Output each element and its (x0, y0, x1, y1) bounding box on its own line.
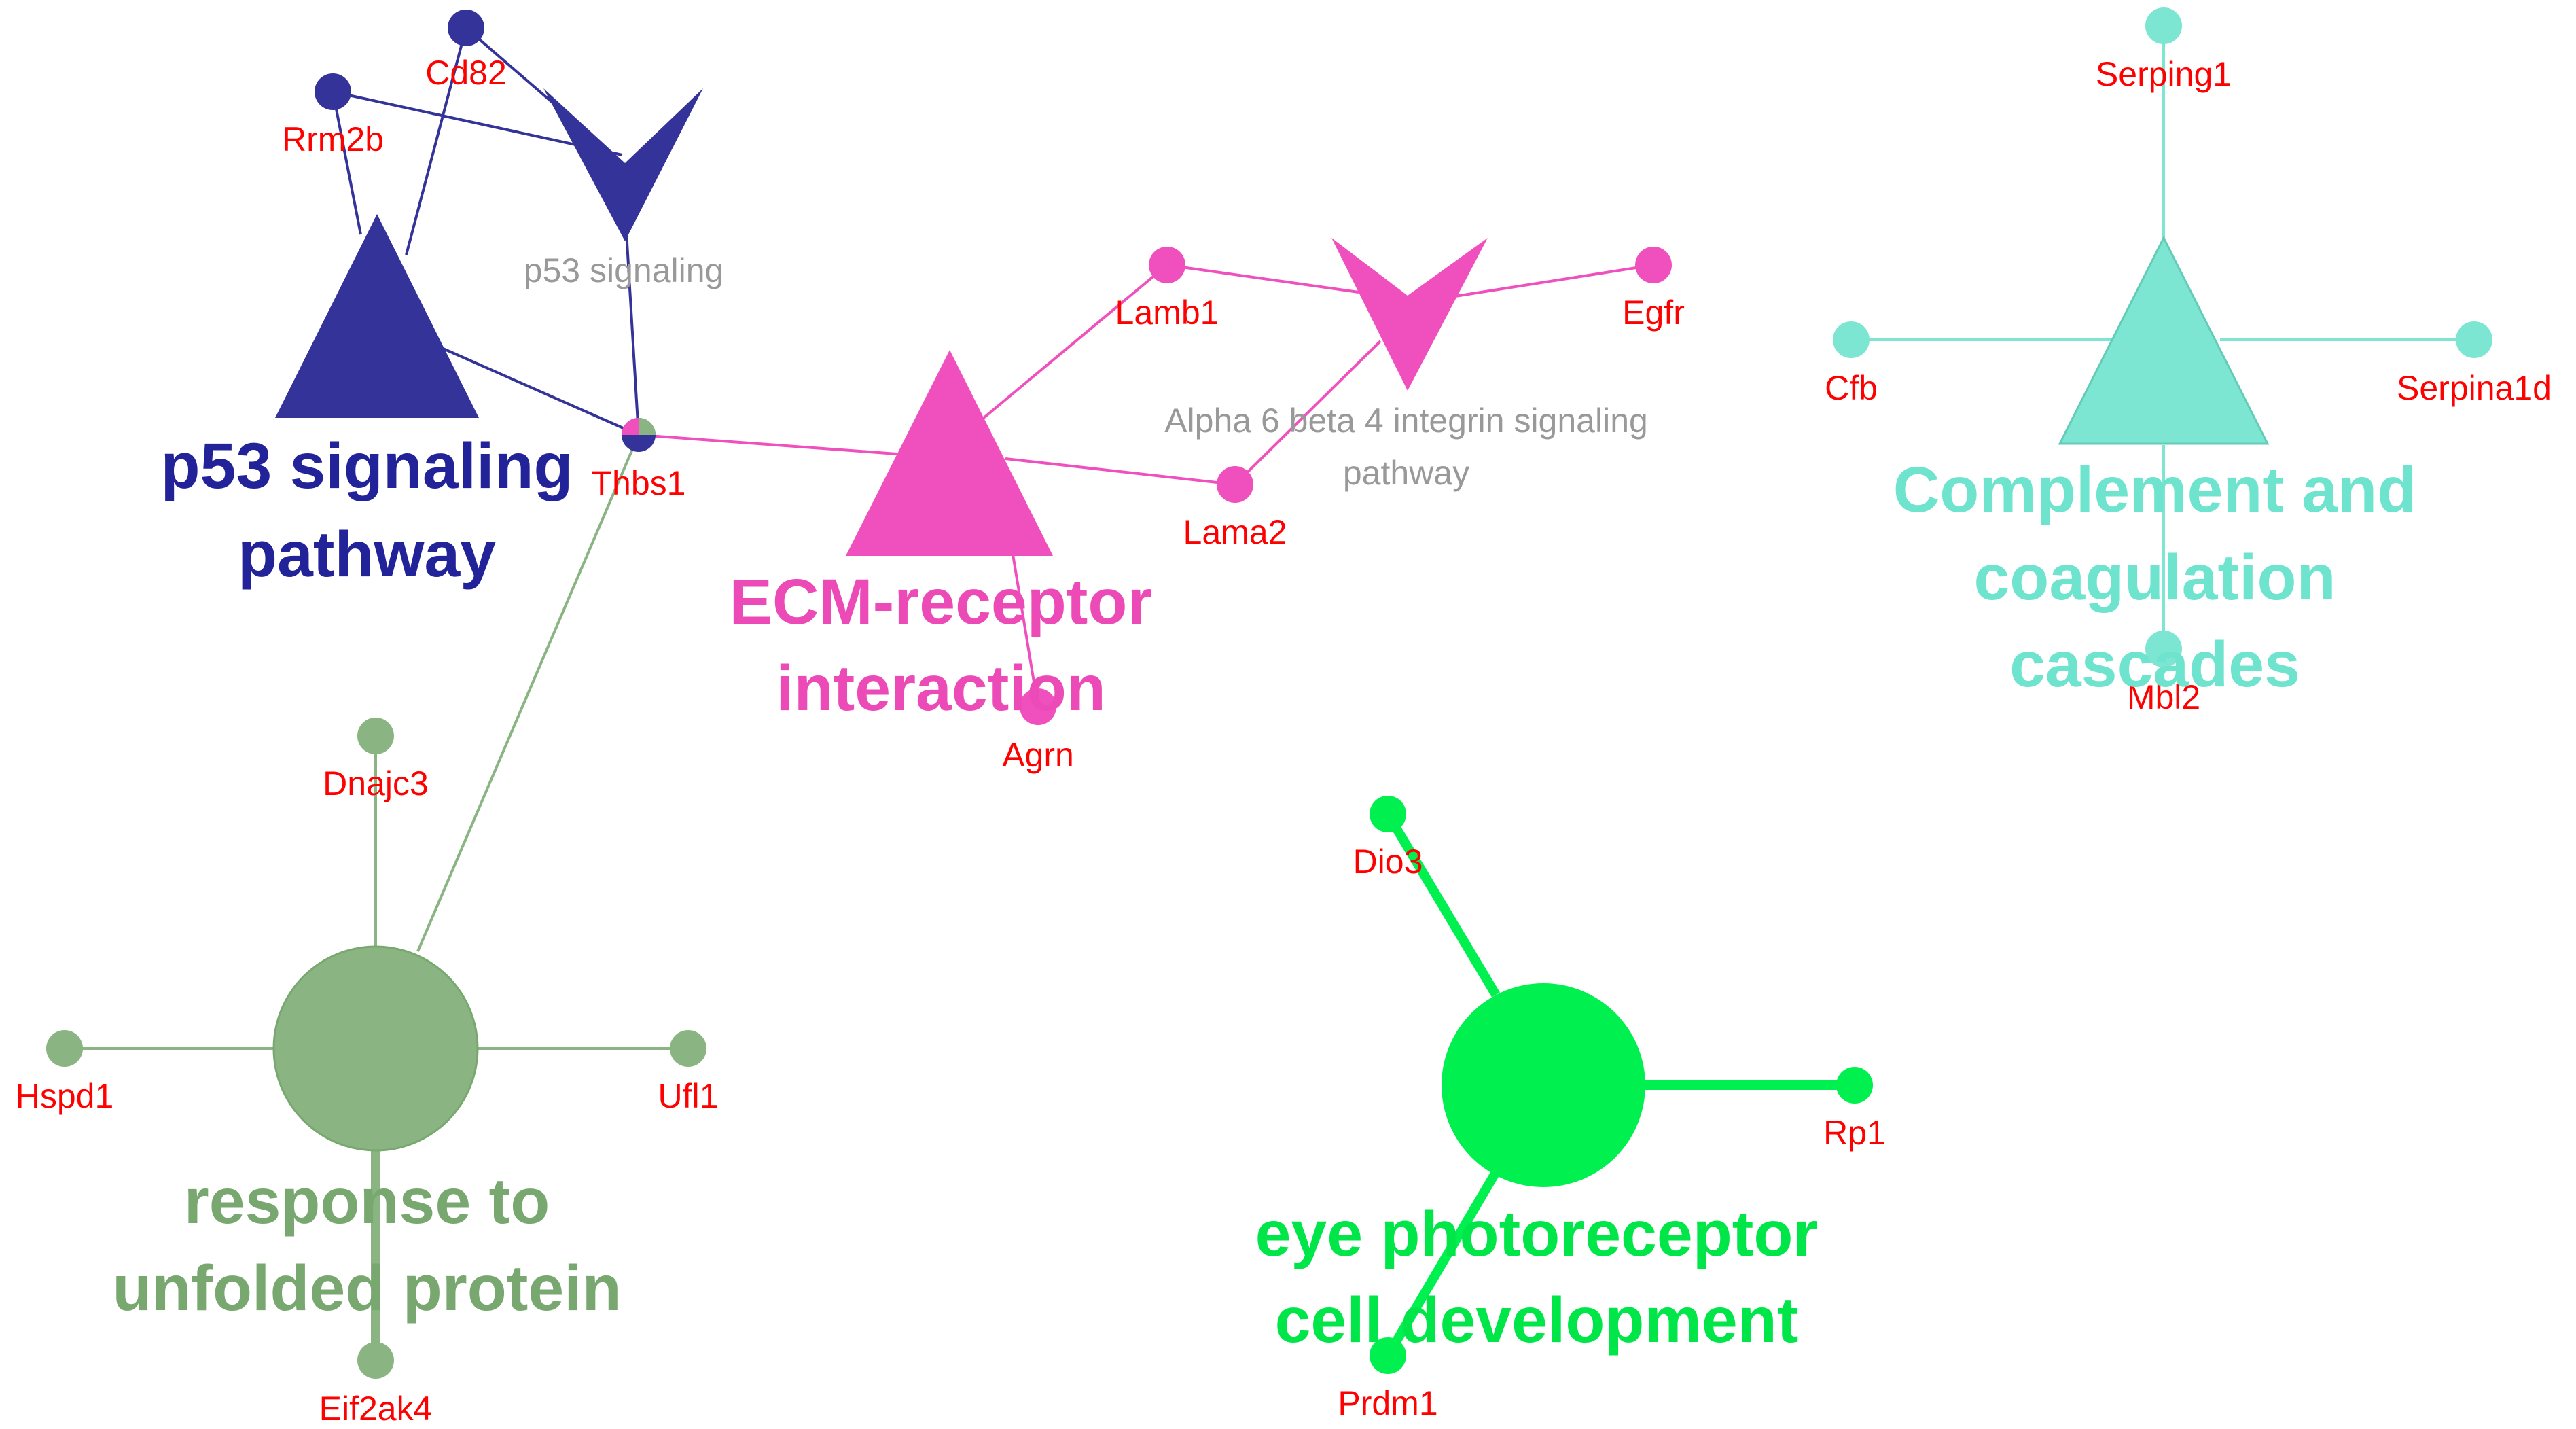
gene-label-dio3: Dio3 (1353, 843, 1423, 881)
term-nodes (272, 88, 2270, 1187)
gene-label-thbs1: Thbs1 (592, 464, 686, 502)
gene-node-rp1[interactable] (1836, 1067, 1873, 1104)
gene-node-serping1[interactable] (2145, 7, 2182, 44)
gene-node-prdm1[interactable] (1370, 1337, 1406, 1374)
edge-thbs1-unfolded (416, 434, 640, 952)
complement-triangle[interactable] (2058, 235, 2270, 445)
group-label-complement-line2: coagulation (1973, 542, 2336, 614)
group-label-complement: Complement and coagulation cascades (1893, 454, 2417, 701)
edge-lamb1-alpha6 (1166, 264, 1359, 294)
gene-node-egfr[interactable] (1635, 247, 1672, 283)
unfolded-protein-node[interactable] (272, 945, 479, 1152)
gene-node-mbl2[interactable] (2145, 631, 2182, 667)
gene-node-dio3[interactable] (1370, 796, 1406, 832)
group-label-complement-line1: Complement and (1893, 454, 2417, 526)
p53-pathway-triangle[interactable] (275, 214, 479, 418)
gene-node-cd82[interactable] (448, 10, 484, 46)
gene-label-serping1: Serping1 (2096, 55, 2232, 93)
gene-label-rrm2b: Rrm2b (282, 120, 384, 158)
edge-thbs1-ecm (638, 434, 897, 455)
term-label-alpha6-line2: pathway (1343, 454, 1469, 492)
gene-node-lamb1[interactable] (1149, 247, 1185, 283)
alpha6-integrin-vee[interactable] (1331, 238, 1488, 391)
group-labels: p53 signaling pathway ECM-receptor inter… (112, 430, 2416, 1356)
edge-egfr-alpha6 (1454, 264, 1654, 298)
term-labels: p53 signaling Alpha 6 beta 4 integrin si… (524, 251, 1648, 492)
gene-label-prdm1: Prdm1 (1338, 1384, 1437, 1422)
gene-label-hspd1: Hspd1 (16, 1077, 114, 1115)
gene-label-dnajc3: Dnajc3 (323, 764, 429, 802)
edge-dio3-eye (1383, 811, 1501, 998)
gene-label-lama2: Lama2 (1183, 513, 1287, 551)
gene-label-mbl2: Mbl2 (2127, 678, 2200, 716)
gene-label-eif2ak4: Eif2ak4 (319, 1390, 433, 1428)
p53-signaling-vee[interactable] (543, 88, 703, 241)
group-label-ecm: ECM-receptor interaction (730, 566, 1153, 724)
gene-node-thbs1[interactable] (622, 418, 656, 452)
gene-label-serpina1d: Serpina1d (2397, 369, 2552, 407)
gene-node-rrm2b[interactable] (315, 73, 351, 110)
group-label-eye-line2: cell development (1275, 1284, 1799, 1356)
gene-node-serpina1d[interactable] (2456, 321, 2492, 358)
edge-lamb1-ecm (978, 264, 1168, 423)
gene-label-rp1: Rp1 (1823, 1114, 1886, 1152)
edge-p53-signaling-thbs1 (625, 230, 640, 436)
gene-node-agrn[interactable] (1020, 688, 1056, 725)
gene-labels: Cd82 Rrm2b Thbs1 Lamb1 Egfr Lama2 Agrn S… (16, 54, 2552, 1428)
group-label-unfolded-line2: unfolded protein (112, 1252, 621, 1324)
gene-label-egfr: Egfr (1622, 294, 1685, 332)
edges (65, 26, 2474, 1360)
gene-node-eif2ak4[interactable] (357, 1342, 394, 1379)
gene-label-ufl1: Ufl1 (658, 1077, 719, 1115)
edge-lama2-ecm (1005, 457, 1236, 486)
edge-prdm1-eye (1383, 1169, 1501, 1358)
group-label-p53-pathway: p53 signaling pathway (160, 430, 573, 590)
edge-lama2-alpha6 (1234, 340, 1382, 486)
group-label-ecm-line1: ECM-receptor (730, 566, 1153, 638)
gene-node-ufl1[interactable] (670, 1030, 706, 1067)
group-label-eye-line1: eye photoreceptor (1255, 1198, 1819, 1270)
gene-node-dnajc3[interactable] (357, 718, 394, 754)
edge-p53-pathway-thbs1 (441, 347, 639, 436)
group-label-complement-line3: cascades (2009, 629, 2300, 701)
term-label-p53-signaling: p53 signaling (524, 251, 724, 289)
gene-label-agrn: Agrn (1002, 736, 1074, 774)
gene-node-cfb[interactable] (1833, 321, 1870, 358)
gene-label-cfb: Cfb (1825, 369, 1878, 407)
gene-nodes (46, 7, 2492, 1379)
group-label-eye: eye photoreceptor cell development (1255, 1198, 1819, 1356)
term-label-alpha6-line1: Alpha 6 beta 4 integrin signaling (1164, 402, 1648, 440)
gene-node-lama2[interactable] (1217, 466, 1253, 503)
eye-photoreceptor-node[interactable] (1442, 983, 1645, 1187)
group-label-unfolded: response to unfolded protein (112, 1165, 621, 1324)
group-label-unfolded-line1: response to (184, 1165, 550, 1237)
group-label-p53-line2: pathway (238, 518, 496, 590)
gene-label-cd82: Cd82 (425, 54, 507, 92)
edge-rrm2b-p53-pathway (332, 91, 362, 235)
ecm-receptor-triangle[interactable] (846, 350, 1053, 556)
group-label-p53-line1: p53 signaling (160, 430, 573, 502)
gene-label-lamb1: Lamb1 (1115, 294, 1219, 332)
group-label-ecm-line2: interaction (776, 652, 1106, 724)
edge-agrn-ecm (1011, 550, 1039, 707)
gene-node-hspd1[interactable] (46, 1030, 83, 1067)
edge-cd82-p53-pathway (405, 27, 467, 255)
